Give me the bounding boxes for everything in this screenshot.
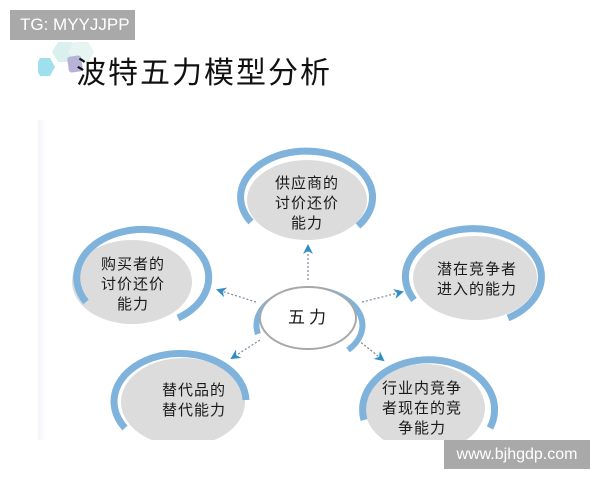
rivalry-label: 行业内竞争 者现在的竞 争能力	[382, 378, 462, 438]
node-new-entrant	[401, 225, 545, 322]
substitute-label: 替代品的 替代能力	[162, 380, 226, 420]
watermark-bottom: www.bjhgdp.com	[444, 440, 590, 469]
label-line: 能力	[116, 295, 150, 313]
label-line: 行业内竞争	[381, 379, 463, 397]
center-label: 五力	[288, 308, 330, 328]
label-line: 者现在的竞	[381, 399, 463, 417]
new-entrant-label: 潜在竞争者 进入的能力	[437, 259, 517, 299]
label-line: 讨价还价	[100, 275, 166, 293]
watermark-top: TG: MYYJJPP	[10, 10, 135, 40]
label-line: 替代能力	[161, 401, 227, 419]
label-line: 供应商的	[274, 174, 340, 192]
node-supplier	[237, 147, 377, 240]
label-line: 进入的能力	[436, 280, 518, 298]
buyer-label: 购买者的 讨价还价 能力	[101, 254, 165, 314]
node-substitute	[110, 350, 250, 446]
node-center	[253, 286, 366, 353]
node-buyer	[72, 225, 213, 324]
label-line: 能力	[290, 214, 324, 232]
label-line: 潜在竞争者	[436, 260, 518, 278]
page-title: 波特五力模型分析	[76, 56, 332, 91]
label-line: 争能力	[397, 419, 447, 437]
slide-left-strip	[38, 120, 46, 440]
label-line: 讨价还价	[274, 194, 340, 212]
label-line: 替代品的	[161, 381, 227, 399]
label-line: 购买者的	[100, 255, 166, 273]
node-rivalry	[359, 356, 499, 452]
supplier-label: 供应商的 讨价还价 能力	[275, 173, 339, 233]
